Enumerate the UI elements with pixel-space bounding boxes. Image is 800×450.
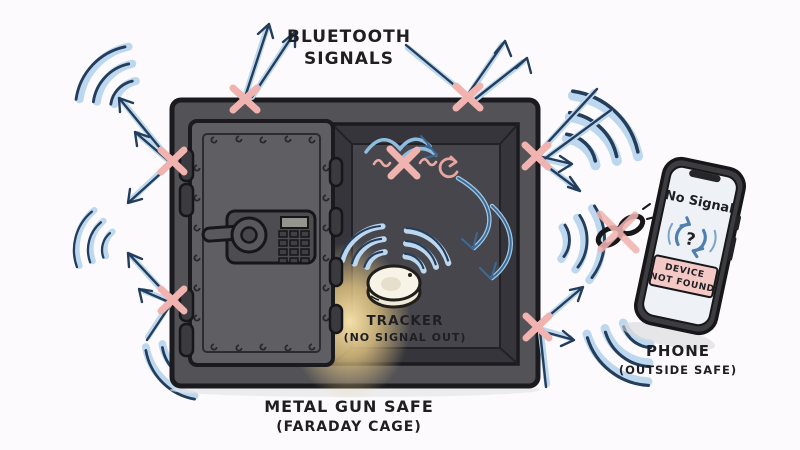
metal-gun-safe: TRACKER (NO SIGNAL OUT) [169, 97, 541, 401]
broken-link-icon [595, 203, 656, 254]
bouncing-curve-arrows [455, 175, 513, 281]
rivets [193, 135, 330, 352]
tracker-device [366, 264, 422, 309]
absorbed-signal-loop-icon [438, 155, 459, 179]
phone-shadow [621, 322, 715, 350]
absorbed-signal-x-icon [372, 145, 438, 180]
door-handle-icon [201, 216, 268, 254]
safe-door [188, 119, 344, 367]
keypad-display [280, 216, 309, 229]
question-mark: ? [683, 229, 697, 251]
title-line-2: SIGNALS [304, 49, 394, 69]
tracker-sublabel: (NO SIGNAL OUT) [344, 331, 467, 344]
phone: No Signal ? DEVICE NOT FOUND [634, 156, 746, 336]
title-line-1: BLUETOOTH [287, 27, 411, 47]
phone-sublabel: (OUTSIDE SAFE) [619, 363, 737, 377]
blocked-x-icon [157, 82, 553, 342]
phone-label: PHONE [646, 342, 710, 360]
phone-notch [689, 169, 721, 183]
safe-sublabel: (FARADAY CAGE) [276, 419, 422, 435]
hinge-knuckles [328, 156, 344, 335]
safe-label: METAL GUN SAFE [264, 397, 434, 416]
tracker-label: TRACKER [366, 313, 443, 329]
refresh-question-icon: ? [667, 216, 717, 259]
keypad-buttons [278, 230, 310, 264]
